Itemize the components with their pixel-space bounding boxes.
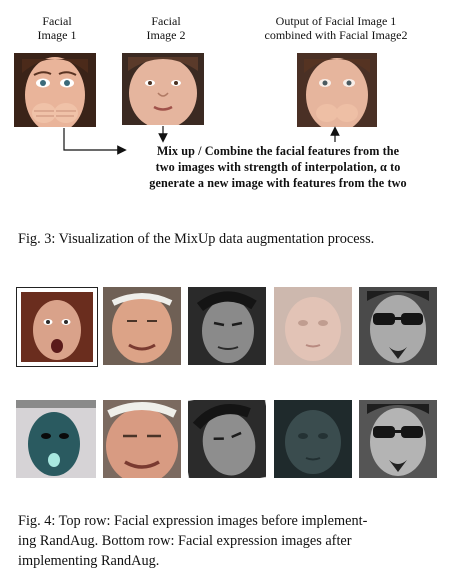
label-output-image: Output of Facial Image 1 combined with F… [236, 14, 436, 42]
facial-image-1 [14, 53, 96, 127]
top-row-image-5 [359, 287, 437, 365]
mixup-description: Mix up / Combine the facial features fro… [128, 143, 428, 191]
bottom-row-image-2 [103, 400, 181, 478]
label-line: Image 1 [37, 28, 77, 42]
description-line: Mix up / Combine the facial features fro… [156, 144, 400, 158]
top-row-image-1 [16, 287, 98, 367]
label-line: Output of Facial Image 1 [275, 14, 397, 28]
top-row-image-4 [274, 287, 352, 365]
bottom-row-image-3 [188, 400, 266, 478]
label-line: combined with Facial Image2 [264, 28, 408, 42]
top-row-image-2 [103, 287, 181, 365]
label-facial-image-1: Facial Image 1 [22, 14, 92, 42]
caption-line: implementing RandAug. [18, 553, 160, 569]
mixup-arrows [63, 126, 340, 155]
bottom-row-image-5 [359, 400, 437, 478]
description-line: two images with strength of interpolatio… [155, 160, 401, 174]
fig4-caption: Fig. 4: Top row: Facial expression image… [18, 511, 448, 571]
facial-image-2 [122, 53, 204, 125]
caption-line: ing RandAug. Bottom row: Facial expressi… [18, 533, 352, 549]
top-row-image-3 [188, 287, 266, 365]
bottom-row-image-4 [274, 400, 352, 478]
label-line: Image 2 [146, 28, 186, 42]
bottom-row-image-1 [16, 400, 96, 478]
caption-line: Fig. 4: Top row: Facial expression image… [18, 513, 368, 529]
label-line: Facial [151, 14, 181, 28]
description-line: generate a new image with features from … [149, 176, 407, 190]
mixup-output-image [297, 53, 377, 127]
fig3-caption: Fig. 3: Visualization of the MixUp data … [18, 231, 375, 247]
label-line: Facial [42, 14, 72, 28]
label-facial-image-2: Facial Image 2 [131, 14, 201, 42]
